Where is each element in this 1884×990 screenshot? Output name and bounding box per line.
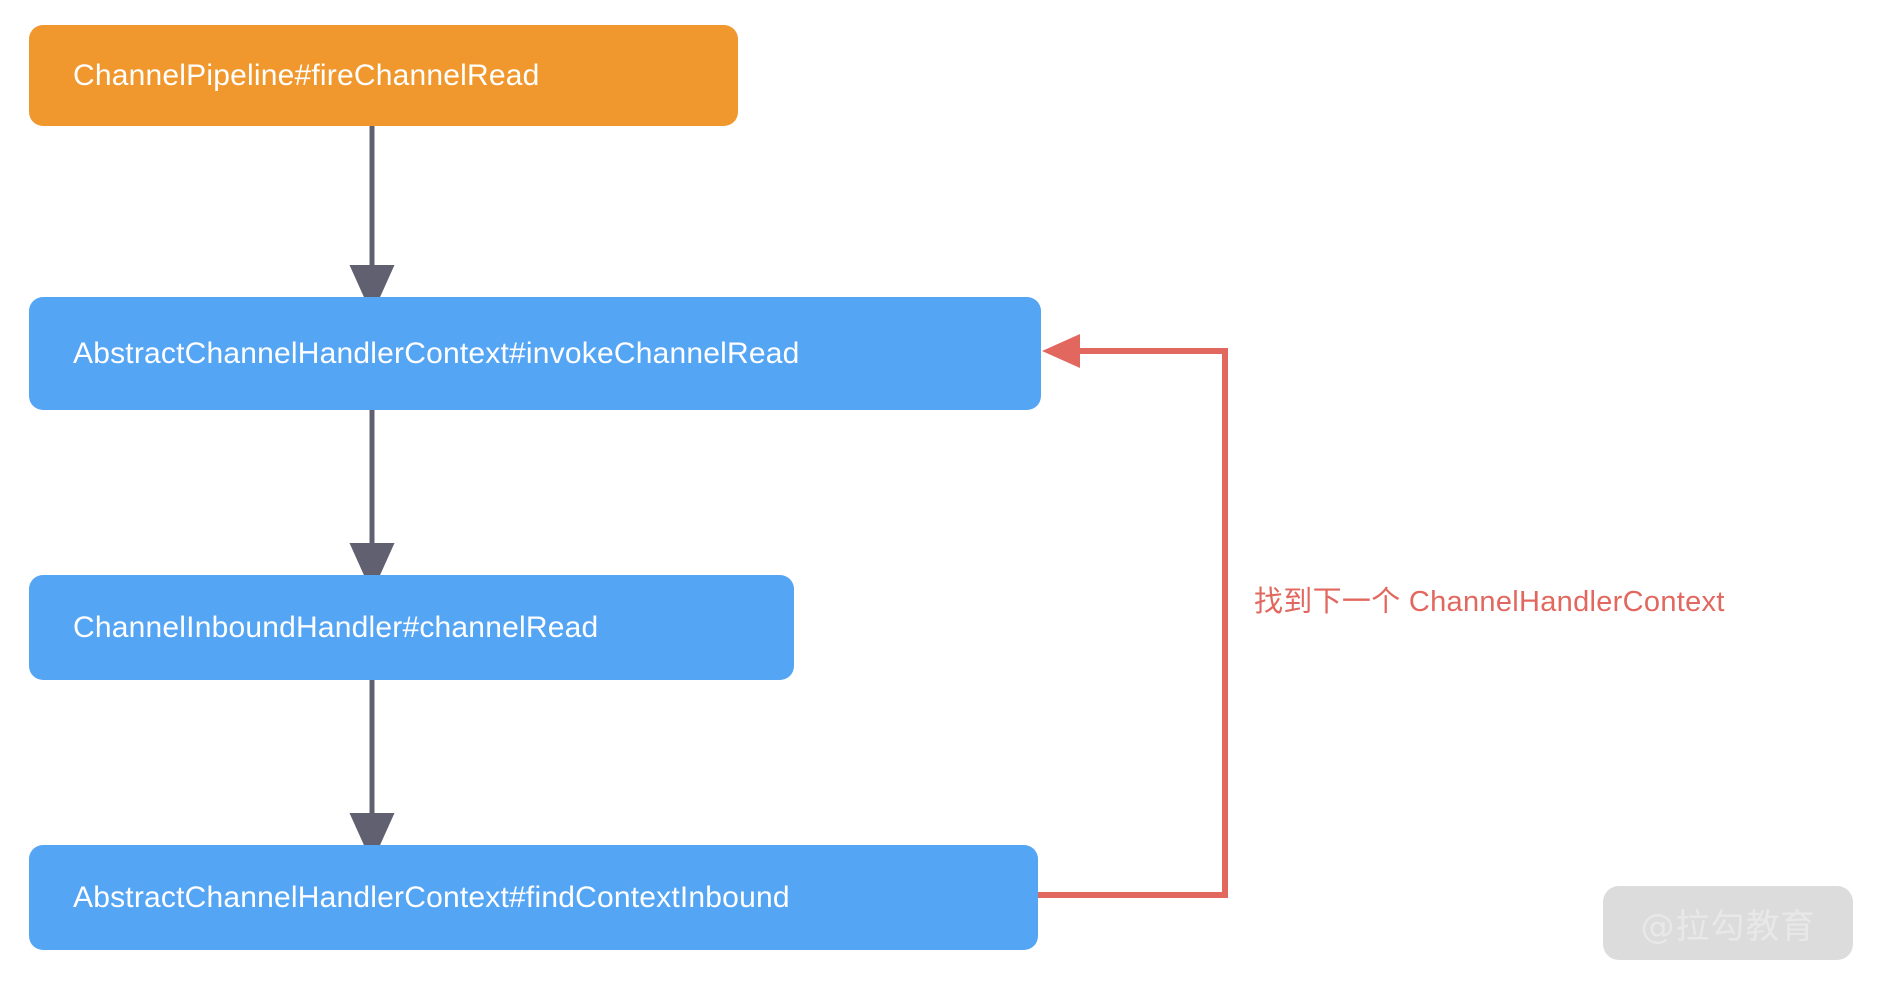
- watermark-badge: @拉勾教育: [1603, 886, 1853, 960]
- feedback-edge-label: 找到下一个 ChannelHandlerContext: [1254, 586, 1725, 618]
- feedback-edge-findcontext-to-invoke: [1038, 334, 1228, 898]
- watermark-text: @拉勾教育: [1640, 906, 1816, 947]
- node-channelpipeline-firechannelread[interactable]: ChannelPipeline#fireChannelRead: [29, 25, 738, 126]
- node-abstractchannelhandlercontext-findcontextinbound[interactable]: AbstractChannelHandlerContext#findContex…: [29, 845, 1038, 950]
- node-label: AbstractChannelHandlerContext#findContex…: [73, 880, 790, 914]
- node-label: ChannelInboundHandler#channelRead: [73, 610, 599, 644]
- node-label: AbstractChannelHandlerContext#invokeChan…: [73, 336, 800, 370]
- node-channelinboundhandler-channelread[interactable]: ChannelInboundHandler#channelRead: [29, 575, 794, 680]
- node-label: ChannelPipeline#fireChannelRead: [73, 58, 540, 92]
- feedback-arrowhead: [1042, 334, 1080, 368]
- node-abstractchannelhandlercontext-invokechannelread[interactable]: AbstractChannelHandlerContext#invokeChan…: [29, 297, 1041, 410]
